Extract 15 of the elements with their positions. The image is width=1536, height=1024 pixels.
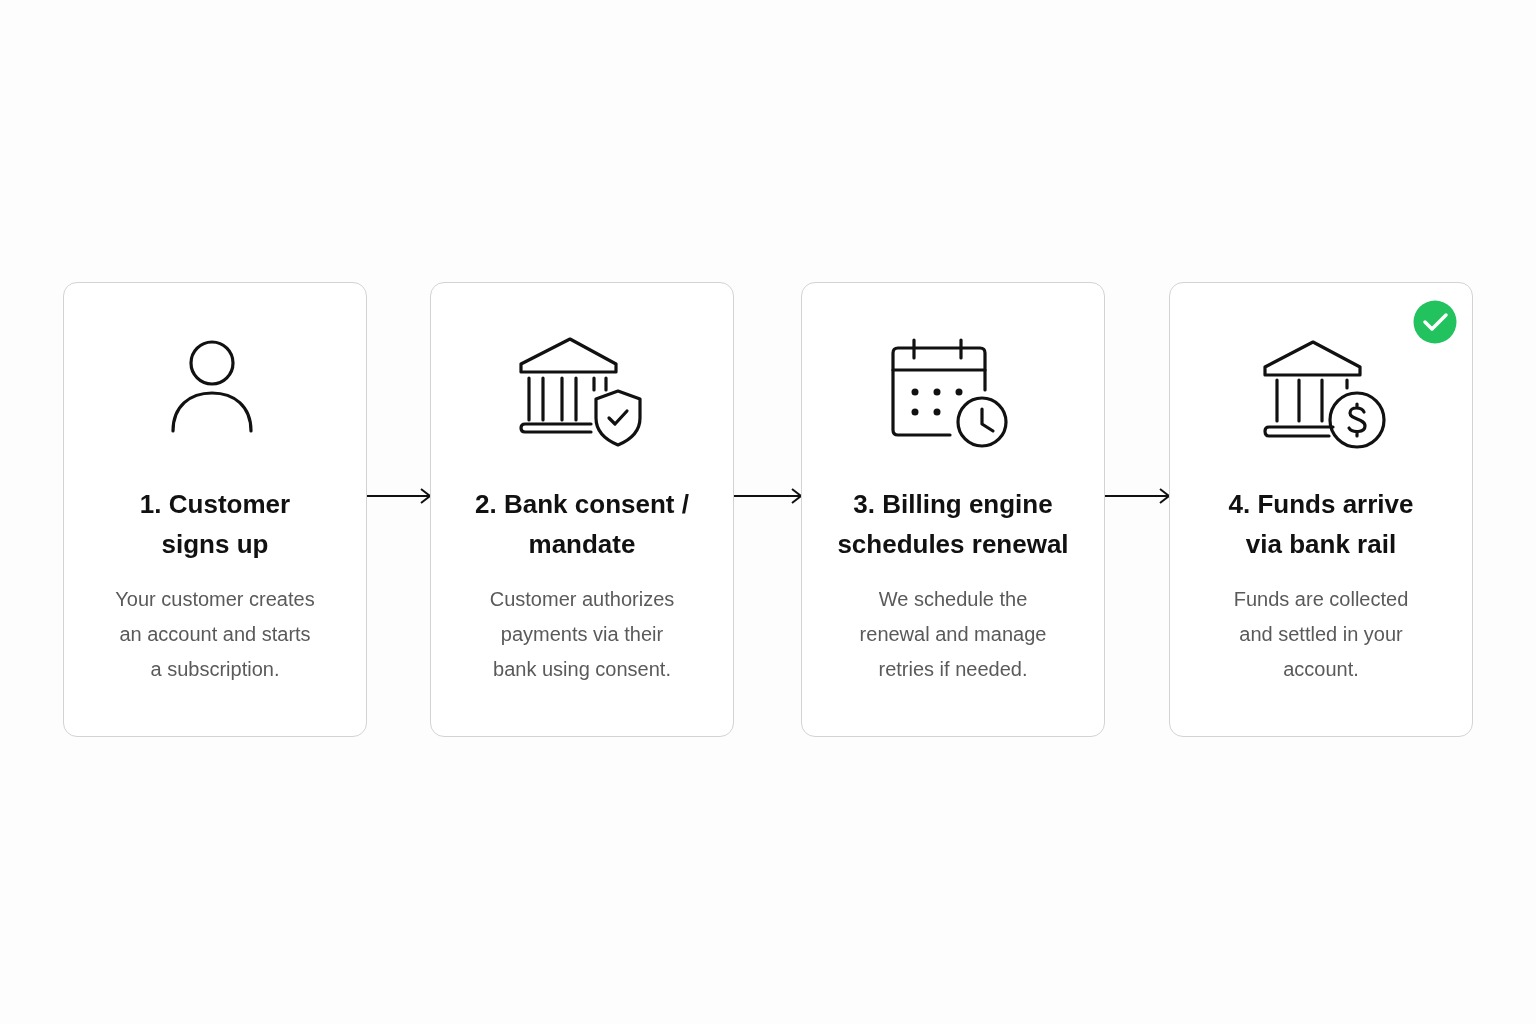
step-description: Customer authorizes payments via their bank using consent. (488, 587, 676, 682)
arrow (1104, 488, 1170, 504)
step-title: 3. Billing engine schedules renewal (836, 488, 1070, 561)
step-title: 1. Customer signs up (138, 488, 292, 561)
step-description: Your customer creates an account and starts a subscription. (114, 587, 316, 682)
step-card (1169, 282, 1473, 737)
arrow (366, 488, 431, 504)
step-card (63, 282, 367, 737)
step-card (801, 282, 1105, 737)
arrow (733, 488, 802, 504)
step-title: 2. Bank consent / mandate (474, 488, 690, 561)
step-description: We schedule the renewal and manage retries if needed. (858, 587, 1048, 682)
step-title: 4. Funds arrive via bank rail (1227, 488, 1415, 561)
step-description: Funds are collected and settled in your account. (1232, 587, 1410, 682)
step-card (430, 282, 734, 737)
